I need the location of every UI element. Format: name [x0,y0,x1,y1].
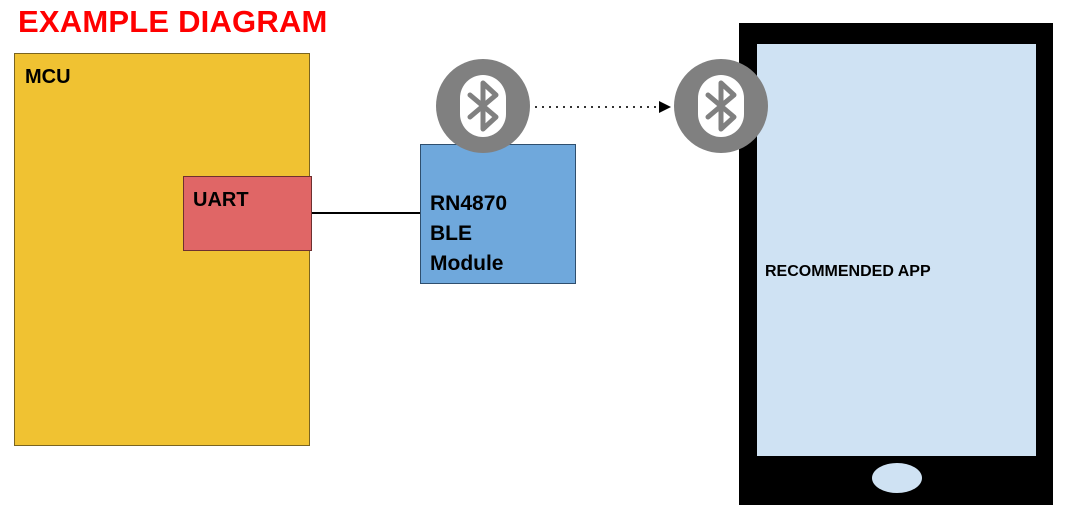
ble-module-block: RN4870 BLE Module [420,144,576,284]
ble-module-line-1: RN4870 [430,192,508,215]
ble-module-label: RN4870 BLE Module [430,189,507,279]
ble-module-line-2: BLE [430,222,472,245]
home-button [872,463,922,493]
uart-label: UART [193,189,249,211]
wireless-link-arrow [535,101,671,113]
uart-block: UART [183,176,312,251]
mcu-label: MCU [25,66,71,88]
diagram-title: EXAMPLE DIAGRAM [18,4,328,39]
ble-module-line-3: Module [430,252,504,275]
bluetooth-icon [674,59,768,153]
phone-screen: RECOMMENDED APP [757,44,1036,456]
recommended-app-label: RECOMMENDED APP [765,263,931,280]
uart-connection-line [312,212,421,214]
bluetooth-icon [436,59,530,153]
phone: RECOMMENDED APP [739,23,1053,505]
